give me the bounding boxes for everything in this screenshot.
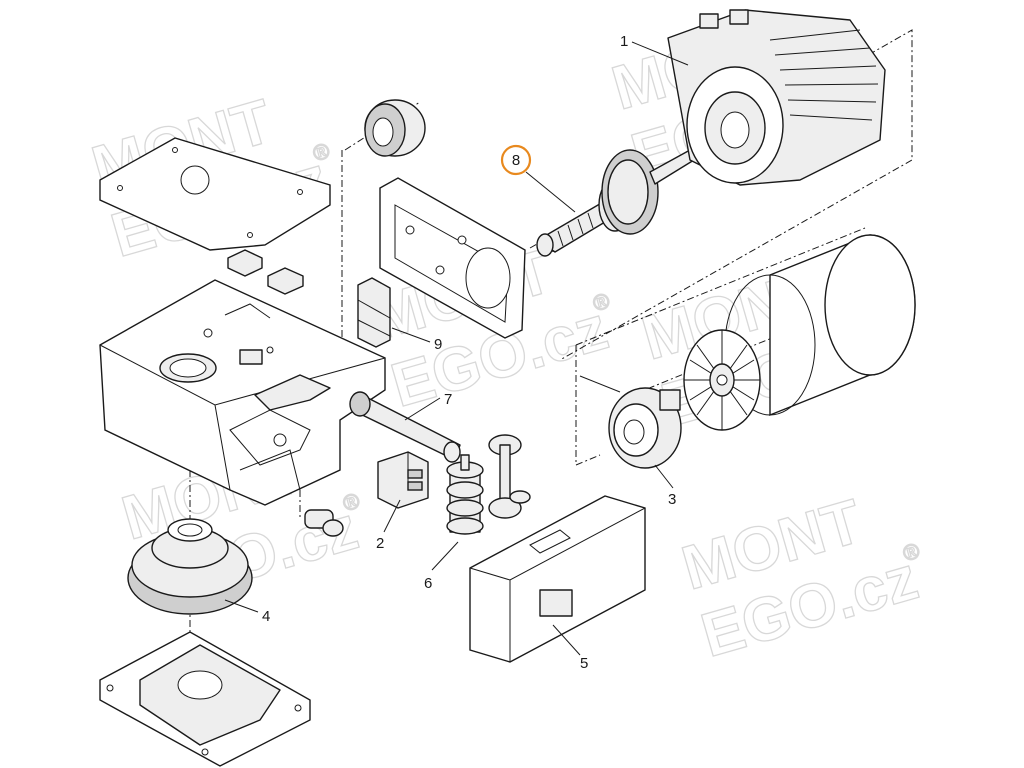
callout-9[interactable]: 9 bbox=[391, 327, 442, 353]
callout-6[interactable]: 6 bbox=[424, 541, 459, 592]
bearing-ring bbox=[364, 99, 426, 157]
callout-leader bbox=[631, 41, 689, 66]
cable-clamp bbox=[357, 277, 391, 348]
cooling-fan bbox=[683, 329, 761, 431]
spool-part bbox=[488, 434, 531, 519]
callout-number: 5 bbox=[580, 655, 588, 672]
callout-number: 4 bbox=[262, 608, 270, 625]
callout-labels: 1 2 3 4 5 6 7 8 bbox=[224, 33, 689, 672]
highlight-ring bbox=[500, 144, 532, 176]
axis-line bbox=[575, 227, 866, 346]
base-plate bbox=[99, 631, 311, 767]
callout-leader bbox=[525, 171, 576, 213]
callout-leader bbox=[431, 541, 459, 571]
electric-motor bbox=[667, 9, 886, 186]
limit-cam-assembly bbox=[446, 454, 484, 535]
callout-leader bbox=[404, 397, 441, 421]
output-gear-wheel bbox=[127, 518, 253, 615]
callout-number: 1 bbox=[620, 33, 628, 50]
callout-5[interactable]: 5 bbox=[552, 624, 588, 672]
callout-number: 9 bbox=[434, 336, 442, 353]
drive-shaft bbox=[349, 391, 461, 463]
callout-1[interactable]: 1 bbox=[620, 33, 689, 66]
axis-line bbox=[575, 345, 601, 466]
mounting-plate bbox=[379, 177, 526, 339]
protective-cover bbox=[469, 495, 646, 663]
gasket-plate bbox=[99, 137, 331, 251]
callout-leader bbox=[654, 464, 674, 489]
callout-8[interactable]: 8 bbox=[500, 144, 576, 213]
gear-housing bbox=[99, 279, 386, 506]
callout-number: 3 bbox=[668, 491, 676, 508]
callout-leader bbox=[224, 599, 259, 613]
watermark-registered: ® bbox=[310, 138, 332, 167]
callout-4[interactable]: 4 bbox=[224, 599, 270, 625]
callout-7[interactable]: 7 bbox=[404, 391, 452, 421]
worm-shaft bbox=[536, 149, 695, 257]
limit-switch-bracket bbox=[377, 451, 429, 509]
clip-parts bbox=[227, 249, 304, 295]
watermark: MONT EGO.cz ® bbox=[674, 486, 926, 671]
callout-number: 6 bbox=[424, 575, 432, 592]
callout-leader bbox=[391, 327, 431, 343]
watermark-registered: ® bbox=[340, 488, 362, 517]
plug-part bbox=[304, 509, 344, 537]
motor-brake bbox=[579, 375, 682, 469]
callout-2[interactable]: 2 bbox=[376, 499, 401, 552]
callout-leader bbox=[552, 624, 581, 656]
cover-cylinder bbox=[724, 234, 916, 417]
watermark-registered: ® bbox=[900, 538, 922, 567]
callout-number: 2 bbox=[376, 535, 384, 552]
watermark-registered: ® bbox=[590, 288, 612, 317]
callout-leader bbox=[383, 499, 401, 533]
callout-number: 8 bbox=[512, 152, 520, 169]
callout-3[interactable]: 3 bbox=[654, 464, 676, 508]
callout-number: 7 bbox=[444, 391, 452, 408]
